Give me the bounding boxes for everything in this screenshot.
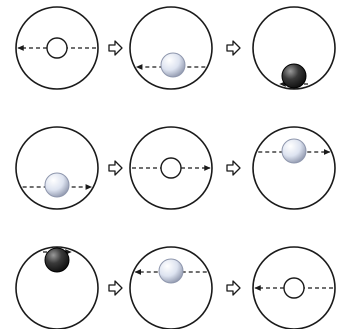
dark-ball bbox=[45, 248, 69, 272]
circle-panel bbox=[16, 247, 98, 329]
circle-panel bbox=[130, 247, 212, 329]
sequence-row bbox=[16, 247, 335, 329]
circle-panel bbox=[253, 247, 335, 329]
circle-panel bbox=[16, 7, 98, 89]
circle-panel bbox=[16, 127, 98, 209]
light-ball bbox=[45, 173, 69, 197]
hollow-right-arrow-icon bbox=[109, 281, 122, 295]
circle-panel bbox=[253, 7, 335, 89]
dark-ball bbox=[282, 64, 306, 88]
hollow-center-ring bbox=[161, 158, 181, 178]
circle-panel bbox=[253, 127, 335, 209]
sequence-row bbox=[16, 127, 335, 209]
hollow-center-ring bbox=[284, 278, 304, 298]
hollow-right-arrow-icon bbox=[227, 281, 240, 295]
hollow-center-ring bbox=[47, 38, 67, 58]
circle-panel bbox=[130, 7, 212, 89]
light-ball bbox=[159, 259, 183, 283]
hollow-right-arrow-icon bbox=[227, 41, 240, 55]
circle-panel bbox=[130, 127, 212, 209]
hollow-right-arrow-icon bbox=[109, 161, 122, 175]
sequence-row bbox=[16, 7, 335, 89]
hollow-right-arrow-icon bbox=[227, 161, 240, 175]
light-ball bbox=[282, 139, 306, 163]
light-ball bbox=[161, 53, 185, 77]
hollow-right-arrow-icon bbox=[109, 41, 122, 55]
